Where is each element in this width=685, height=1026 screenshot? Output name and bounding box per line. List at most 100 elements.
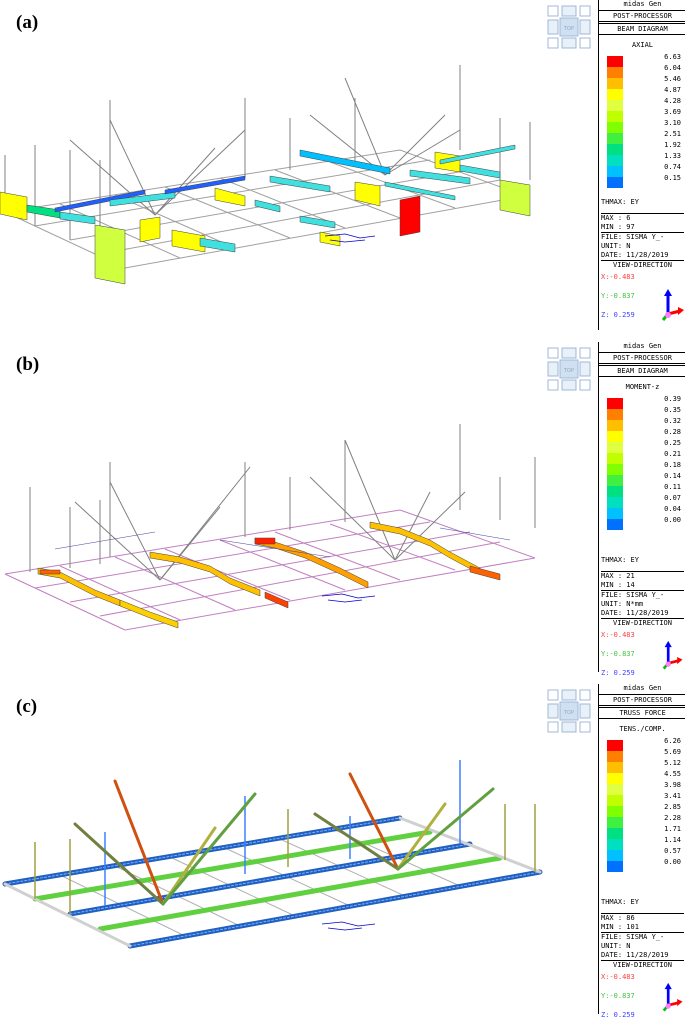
support-symbol (321, 593, 376, 603)
app-name: midas Gen (623, 684, 662, 692)
structure-view-axial (0, 65, 531, 285)
y-direction: Y:-0.837 (601, 650, 635, 658)
legend-swatch (607, 100, 623, 111)
structure-view-moment (4, 424, 536, 631)
legend-value: 2.85 (664, 803, 681, 811)
panel-c: (c) (0, 684, 685, 1026)
support-symbol (324, 233, 376, 243)
legend-value: 0.00 (664, 516, 681, 524)
columns (4, 65, 531, 254)
bracing (74, 439, 466, 581)
legend-swatch (607, 431, 623, 442)
diagram-type: TRUSS FORCE (599, 707, 685, 719)
file-text: FILE: SISMA Y_- (601, 590, 684, 600)
date-text: DATE: 11/28/2019 (601, 251, 669, 259)
view-cube-icon[interactable]: TOP (546, 346, 592, 392)
legend-value: 0.07 (664, 494, 681, 502)
legend-value: 0.21 (664, 450, 681, 458)
legend-swatch (607, 519, 623, 530)
axis-triad-icon (662, 982, 683, 1012)
result-info: THMAX: EY MAX : 21 MIN : 14 FILE: SISMA … (601, 556, 684, 678)
support-symbol (321, 921, 376, 931)
legend-swatch (607, 177, 623, 188)
z-direction: Z: 0.259 (601, 311, 635, 319)
axis-triad-icon (662, 640, 683, 670)
result-sidebar: midas Gen POST-PROCESSOR TRUSS FORCE TEN… (598, 684, 685, 1019)
legend-value: 6.63 (664, 53, 681, 61)
legend-value: 0.11 (664, 483, 681, 491)
y-direction: Y:-0.837 (601, 992, 635, 1000)
legend-swatch (607, 453, 623, 464)
contour-legend: 0.39 0.35 0.32 0.28 0.25 0.21 0.18 0.14 … (603, 395, 683, 534)
z-direction: Z: 0.259 (601, 669, 635, 677)
legend-value: 0.32 (664, 417, 681, 425)
component-name: TENS./COMP. (619, 725, 666, 733)
legend-value: 2.28 (664, 814, 681, 822)
legend-swatch (607, 166, 623, 177)
legend-value: 0.74 (664, 163, 681, 171)
legend-value: 5.12 (664, 759, 681, 767)
structure-view-truss (2, 760, 543, 949)
app-name: midas Gen (623, 0, 662, 8)
view-direction-label: VIEW-DIRECTION (601, 960, 684, 970)
mode-title: POST-PROCESSOR (599, 10, 685, 22)
min-text: MIN : 14 (601, 581, 635, 589)
legend-swatch (607, 861, 623, 872)
legend-swatch (607, 155, 623, 166)
app-name: midas Gen (623, 342, 662, 350)
unit-text: UNIT: N (601, 942, 631, 950)
moment-diagrams (37, 521, 511, 629)
file-text: FILE: SISMA Y_- (601, 932, 684, 942)
legend-swatch (607, 497, 623, 508)
legend-value: 4.55 (664, 770, 681, 778)
legend-swatch (607, 78, 623, 89)
axis-triad-icon (661, 289, 684, 321)
columns (29, 424, 536, 572)
view-direction-label: VIEW-DIRECTION (601, 618, 684, 628)
x-direction: X:-0.483 (601, 273, 635, 281)
legend-swatch (607, 475, 623, 486)
view-cube-icon[interactable]: TOP (546, 4, 592, 50)
legend-swatch (607, 464, 623, 475)
max-text: MAX : 6 (601, 213, 684, 223)
legend-swatch (607, 828, 623, 839)
panel-b: (b) (0, 342, 685, 684)
legend-value: 3.10 (664, 119, 681, 127)
legend-value: 0.15 (664, 174, 681, 182)
x-direction: X:-0.483 (601, 631, 635, 639)
legend-swatch (607, 56, 623, 67)
legend-swatch (607, 817, 623, 828)
date-text: DATE: 11/28/2019 (601, 609, 669, 617)
result-sidebar: midas Gen POST-PROCESSOR BEAM DIAGRAM MO… (598, 342, 685, 677)
y-direction: Y:-0.837 (601, 292, 635, 300)
unit-text: UNIT: N*mm (601, 600, 644, 608)
date-text: DATE: 11/28/2019 (601, 951, 669, 959)
diagram-type: BEAM DIAGRAM (599, 365, 685, 377)
legend-value: 3.69 (664, 108, 681, 116)
file-text: FILE: SISMA Y_- (601, 232, 684, 242)
legend-value: 5.46 (664, 75, 681, 83)
legend-swatch (607, 89, 623, 100)
panel-label: (b) (16, 354, 40, 375)
view-cube-icon[interactable]: TOP (546, 688, 592, 734)
panel-label: (c) (16, 696, 38, 717)
grid-lines (4, 509, 536, 631)
contour-legend: 6.26 5.69 5.12 4.55 3.98 3.41 2.85 2.28 … (603, 737, 683, 876)
legend-value: 1.92 (664, 141, 681, 149)
legend-swatch (607, 133, 623, 144)
panel-a: (a) (0, 0, 685, 342)
diagonal-braces (73, 772, 495, 906)
legend-swatch (607, 420, 623, 431)
legend-swatch (607, 111, 623, 122)
legend-value: 0.39 (664, 395, 681, 403)
result-info: THMAX: EY MAX : 6 MIN : 97 FILE: SISMA Y… (601, 198, 684, 320)
min-text: MIN : 97 (601, 223, 635, 231)
legend-value: 1.71 (664, 825, 681, 833)
svg-text:TOP: TOP (563, 26, 574, 32)
panel-label: (a) (16, 12, 39, 33)
legend-value: 0.04 (664, 505, 681, 513)
legend-swatch (607, 839, 623, 850)
legend-swatch (607, 751, 623, 762)
result-info: THMAX: EY MAX : 86 MIN : 101 FILE: SISMA… (601, 898, 684, 1020)
unit-text: UNIT: N (601, 242, 631, 250)
